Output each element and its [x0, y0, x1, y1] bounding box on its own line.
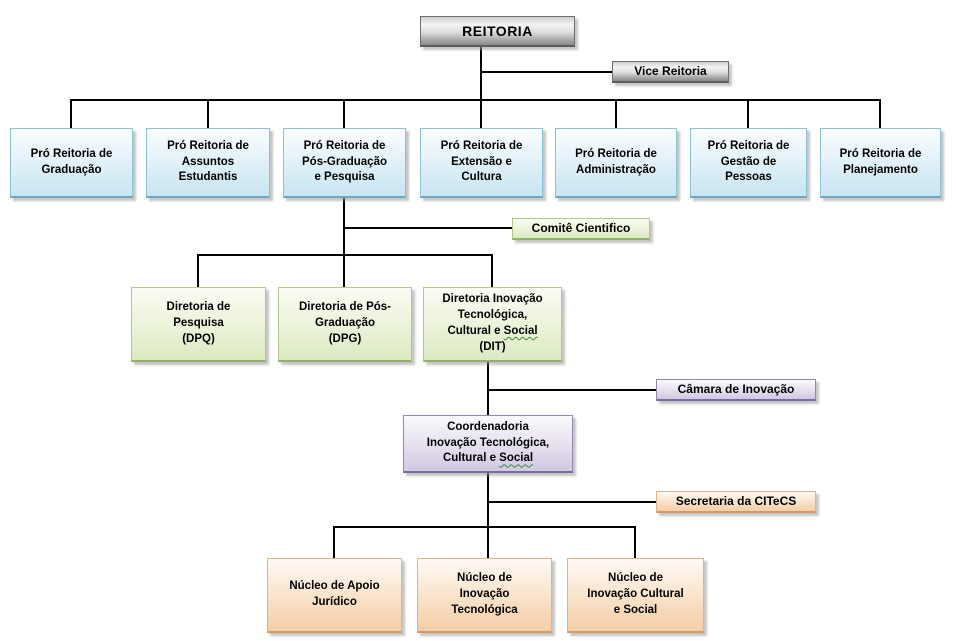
connector-tier3-horizontal	[333, 526, 636, 528]
node-pro-reitoria-pos-graduacao-pesquisa: Pró Reitoria de Pós-Graduação e Pesquisa	[283, 128, 406, 198]
node-diretoria-inovacao-dit: Diretoria Inovação Tecnológica, Cultural…	[423, 287, 562, 362]
node-secretaria-citecs: Secretaria da CITeCS	[656, 491, 816, 513]
connector-comite-horizontal	[343, 227, 513, 229]
node-camara-inovacao: Câmara de Inovação	[656, 379, 816, 401]
node-pro-reitoria-planejamento: Pró Reitoria de Planejamento	[820, 128, 941, 198]
connector-tier1-stub-6	[747, 99, 749, 128]
node-label: REITORIA	[462, 23, 533, 39]
connector-tier1-stub-1	[70, 99, 72, 128]
node-reitoria: REITORIA	[420, 16, 575, 47]
node-label: Pró Reitoria de Planejamento	[839, 147, 922, 176]
connector-tier1-stub-4	[480, 99, 482, 128]
node-label: Diretoria Inovação Tecnológica, Cultural…	[442, 293, 543, 353]
node-diretoria-pos-graduacao-dpg: Diretoria de Pós- Graduação (DPG)	[278, 287, 412, 362]
connector-vice-horizontal	[480, 71, 613, 73]
connector-tier2-horizontal	[197, 254, 493, 256]
connector-coordenadoria-vertical	[487, 473, 489, 558]
connector-posgrad-vertical	[343, 198, 345, 287]
connector-tier1-horizontal	[70, 99, 881, 101]
node-label: Pró Reitoria de Assuntos Estudantis	[167, 139, 249, 184]
node-pro-reitoria-graduacao: Pró Reitoria de Graduação	[10, 128, 133, 198]
node-label: Núcleo de Inovação Tecnológica	[451, 572, 518, 616]
connector-tier1-stub-3	[343, 99, 345, 128]
node-label: Pró Reitoria de Administração	[575, 147, 657, 176]
connector-camara-horizontal	[487, 389, 657, 391]
connector-dit-vertical	[487, 362, 489, 415]
connector-tier2-stub-3	[491, 254, 493, 287]
node-label: Secretaria da CITeCS	[675, 494, 797, 509]
node-label: Comitê Cientifico	[531, 221, 631, 236]
connector-tier3-stub-3	[634, 526, 636, 558]
node-diretoria-pesquisa-dpq: Diretoria de Pesquisa (DPQ)	[131, 287, 266, 362]
node-nucleo-inovacao-tecnologica: Núcleo de Inovação Tecnológica	[417, 558, 552, 633]
node-nucleo-apoio-juridico: Núcleo de Apoio Jurídico	[267, 558, 402, 633]
connector-tier1-stub-7	[879, 99, 881, 128]
node-pro-reitoria-gestao-pessoas: Pró Reitoria de Gestão de Pessoas	[690, 128, 807, 198]
node-label: Pró Reitoria de Pós-Graduação e Pesquisa	[302, 139, 387, 184]
node-label: Coordenadoria Inovação Tecnológica, Cult…	[426, 420, 550, 465]
connector-tier1-stub-5	[615, 99, 617, 128]
node-label: Diretoria de Pesquisa (DPQ)	[166, 301, 231, 345]
node-label: Pró Reitoria de Extensão e Cultura	[440, 139, 523, 184]
node-label: Núcleo de Inovação Cultural e Social	[587, 572, 684, 616]
connector-secretaria-horizontal	[487, 501, 657, 503]
node-label: Pró Reitoria de Gestão de Pessoas	[707, 139, 790, 184]
node-comite-cientifico: Comitê Cientifico	[512, 218, 650, 240]
connector-tier2-stub-1	[197, 254, 199, 287]
node-pro-reitoria-assuntos-estudantis: Pró Reitoria de Assuntos Estudantis	[146, 128, 270, 198]
connector-tier3-stub-1	[333, 526, 335, 558]
node-label: Diretoria de Pós- Graduação (DPG)	[298, 301, 392, 345]
node-coordenadoria-citecs: Coordenadoria Inovação Tecnológica, Cult…	[403, 415, 573, 473]
node-label: Núcleo de Apoio Jurídico	[289, 580, 380, 608]
node-pro-reitoria-administracao: Pró Reitoria de Administração	[555, 128, 677, 198]
node-nucleo-inovacao-cultural-social: Núcleo de Inovação Cultural e Social	[567, 558, 704, 633]
node-label: Pró Reitoria de Graduação	[30, 147, 113, 176]
connector-tier1-stub-2	[207, 99, 209, 128]
connector-root-vertical	[480, 47, 482, 100]
node-vice-reitoria: Vice Reitoria	[612, 61, 729, 83]
node-label: Vice Reitoria	[634, 64, 707, 79]
node-label: Câmara de Inovação	[677, 382, 795, 397]
node-pro-reitoria-extensao-cultura: Pró Reitoria de Extensão e Cultura	[420, 128, 543, 198]
